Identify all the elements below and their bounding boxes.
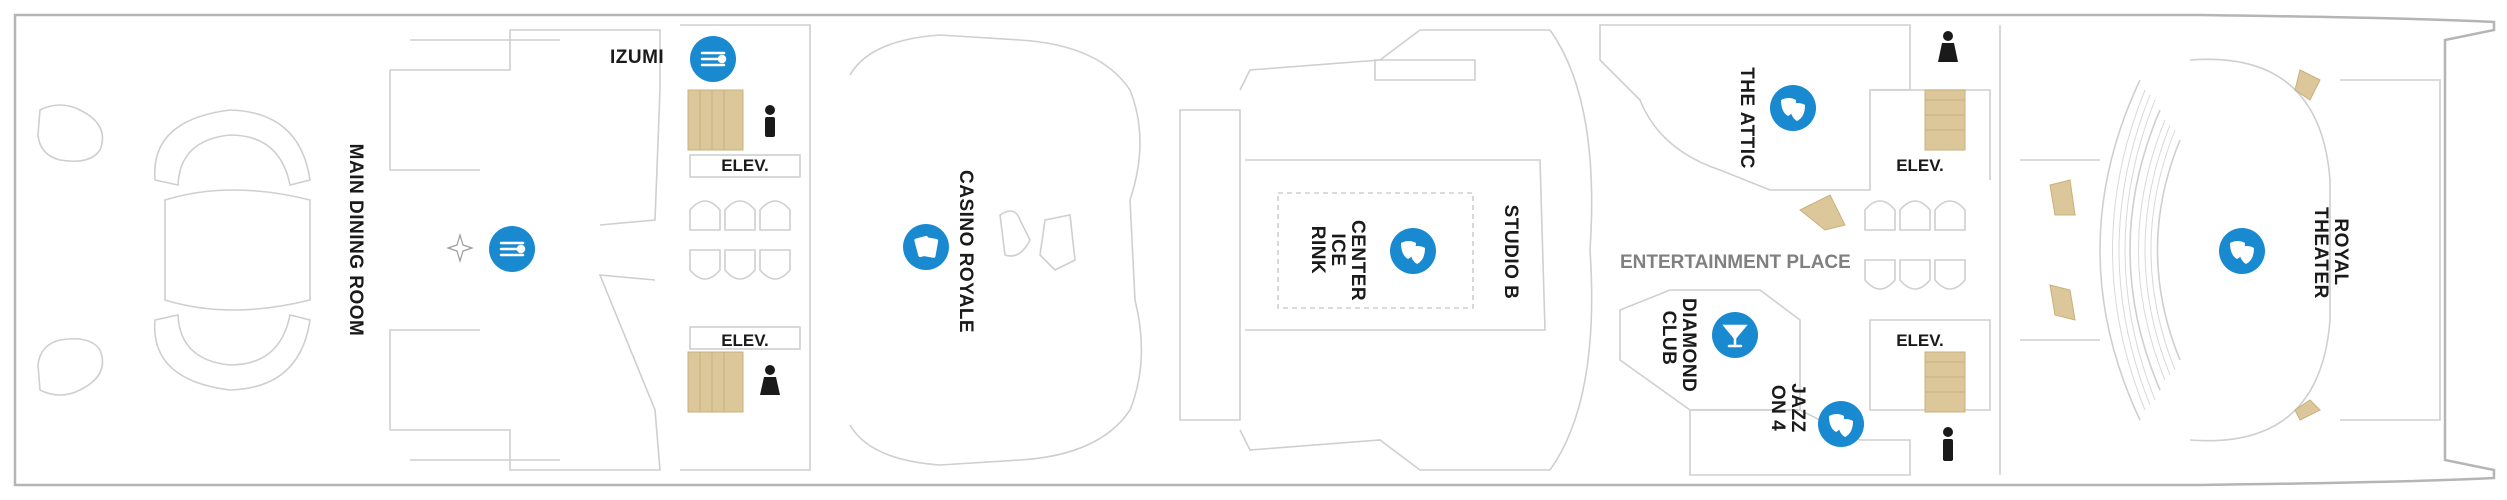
theater-seating bbox=[2112, 89, 2176, 411]
studio-walls bbox=[1245, 159, 1546, 331]
venue-casino-royale: CASINO ROYALE bbox=[955, 170, 976, 334]
dining-walls bbox=[389, 70, 480, 430]
elevator-shaft bbox=[689, 154, 801, 178]
jazz-walls bbox=[1689, 409, 1911, 476]
theater-masks-icon[interactable] bbox=[1770, 85, 1816, 131]
ice-rink-outline bbox=[1277, 192, 1474, 309]
casino-walls bbox=[849, 34, 1143, 466]
elevator-label: ELEV. bbox=[1896, 331, 1944, 350]
elevator-lobby bbox=[680, 24, 811, 471]
elevator-cars bbox=[689, 200, 791, 231]
elevator-cars bbox=[689, 249, 791, 280]
dining-walls bbox=[410, 39, 560, 461]
theater-masks-icon[interactable] bbox=[1818, 401, 1864, 447]
casino-walls bbox=[999, 210, 1031, 257]
restroom-icon bbox=[760, 31, 1958, 461]
venue-main-dining-room: MAIN DINING ROOM bbox=[345, 143, 366, 337]
theater-stage bbox=[2340, 79, 2441, 421]
venue-entertainment-place: ENTERTAINMENT PLACE bbox=[1620, 252, 1851, 273]
venue-studio-b: STUDIO B bbox=[1500, 204, 1521, 300]
stair-treads bbox=[699, 90, 1965, 412]
aft-seating bbox=[37, 104, 104, 163]
elevator-label: ELEV. bbox=[721, 156, 769, 175]
venue-jazz-on-4: JAZZ ON 4 bbox=[1767, 383, 1808, 433]
casino-cards-icon[interactable] bbox=[903, 224, 949, 270]
ice-rink-walls bbox=[1179, 109, 1241, 421]
elevator-label: ELEV. bbox=[721, 331, 769, 350]
elevator-cars bbox=[1864, 200, 1966, 231]
elevator-cars bbox=[1864, 259, 1966, 290]
sparkle-icon bbox=[446, 232, 474, 264]
elevator-shaft bbox=[689, 326, 801, 350]
venue-center-ice-rink: CENTER ICE RINK bbox=[1307, 220, 1368, 302]
studio-walls bbox=[1374, 59, 1476, 81]
aft-arch bbox=[153, 109, 311, 186]
theater-bowl bbox=[2099, 79, 2141, 421]
venue-the-attic: THE ATTIC bbox=[1736, 67, 1757, 169]
studio-curve bbox=[1549, 29, 1593, 471]
dining-walls bbox=[390, 29, 661, 471]
dining-icon[interactable] bbox=[489, 226, 535, 272]
venue-diamond-club: DIAMOND CLUB bbox=[1658, 298, 1699, 393]
theater-walls bbox=[1999, 25, 2100, 475]
attic-walls bbox=[1599, 24, 1911, 191]
theater-masks-icon[interactable] bbox=[2219, 228, 2265, 274]
fore-elev-lobby bbox=[1869, 89, 1991, 411]
hull-outline bbox=[13, 13, 2496, 487]
aft-divider bbox=[164, 189, 311, 311]
casino-walls bbox=[1039, 214, 1076, 271]
aft-arch bbox=[153, 314, 311, 391]
diamond-club-walls bbox=[1619, 289, 1801, 411]
cocktail-icon[interactable] bbox=[1712, 312, 1758, 358]
dining-icon[interactable] bbox=[690, 36, 736, 82]
theater-masks-icon[interactable] bbox=[1390, 228, 1436, 274]
theater-bowl bbox=[2156, 139, 2181, 361]
theater-stage bbox=[2189, 58, 2331, 442]
theater-bowl bbox=[2129, 109, 2161, 391]
elevator-label: ELEV. bbox=[1896, 156, 1944, 175]
aft-seating bbox=[37, 337, 104, 396]
venue-izumi: IZUMI bbox=[610, 47, 665, 68]
venue-royal-theater: ROYAL THEATER bbox=[2310, 207, 2351, 299]
